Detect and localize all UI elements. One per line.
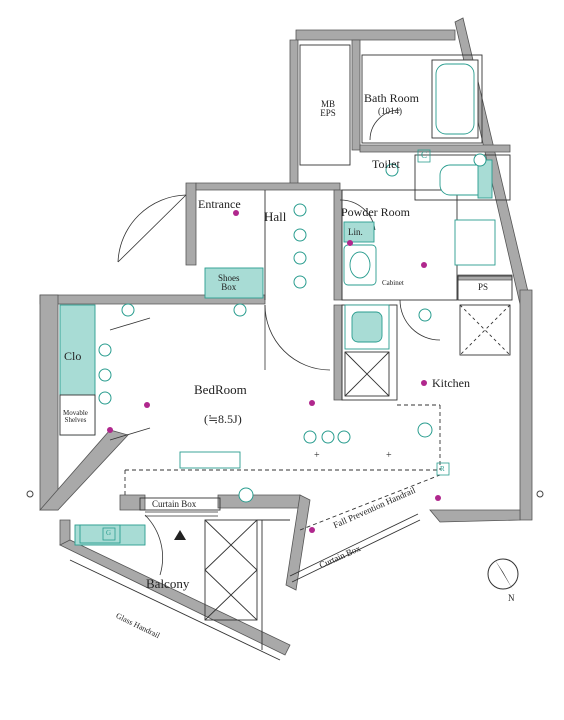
lights (98, 153, 487, 503)
bedroom-size-label: (≒8.5J) (204, 412, 242, 426)
closet-label: Clo (64, 349, 82, 363)
bedroom-label: BedRoom (194, 382, 247, 397)
mb-eps-label: MB EPS (320, 99, 336, 118)
toilet-label: Toilet (372, 157, 400, 171)
outlets (107, 210, 441, 533)
column-marker-right (536, 490, 544, 498)
bath-room-label: Bath Room (364, 91, 420, 105)
door-arrow-icon (174, 530, 186, 540)
fixtures (79, 63, 496, 544)
svg-text:+: + (314, 450, 320, 461)
north-arrow-icon (487, 558, 519, 590)
north-label: N (508, 593, 515, 603)
lin-label: Lin. (348, 227, 363, 237)
markers: + + (102, 149, 450, 541)
curtain-box-label-1: Curtain Box (152, 499, 197, 509)
powder-room-label: Powder Room (341, 205, 410, 219)
doors (109, 109, 441, 576)
balcony-label: Balcony (146, 576, 190, 591)
movable-shelves-label: Movable Shelves (63, 409, 88, 424)
kitchen-label: Kitchen (432, 376, 470, 390)
entrance-label: Entrance (198, 197, 241, 211)
cabinet-label: Cabinet (382, 279, 404, 287)
shoes-box-label: Shoes Box (218, 273, 240, 292)
g-mark-label: G (106, 529, 112, 537)
column-marker-left (26, 490, 34, 498)
svg-text:+: + (386, 450, 392, 461)
bath-size-label: (1014) (378, 106, 402, 116)
ps-label: PS (478, 282, 489, 292)
c-mark-label: C (421, 150, 428, 160)
r-mark-label: R (440, 465, 445, 473)
hall-label: Hall (264, 209, 287, 224)
